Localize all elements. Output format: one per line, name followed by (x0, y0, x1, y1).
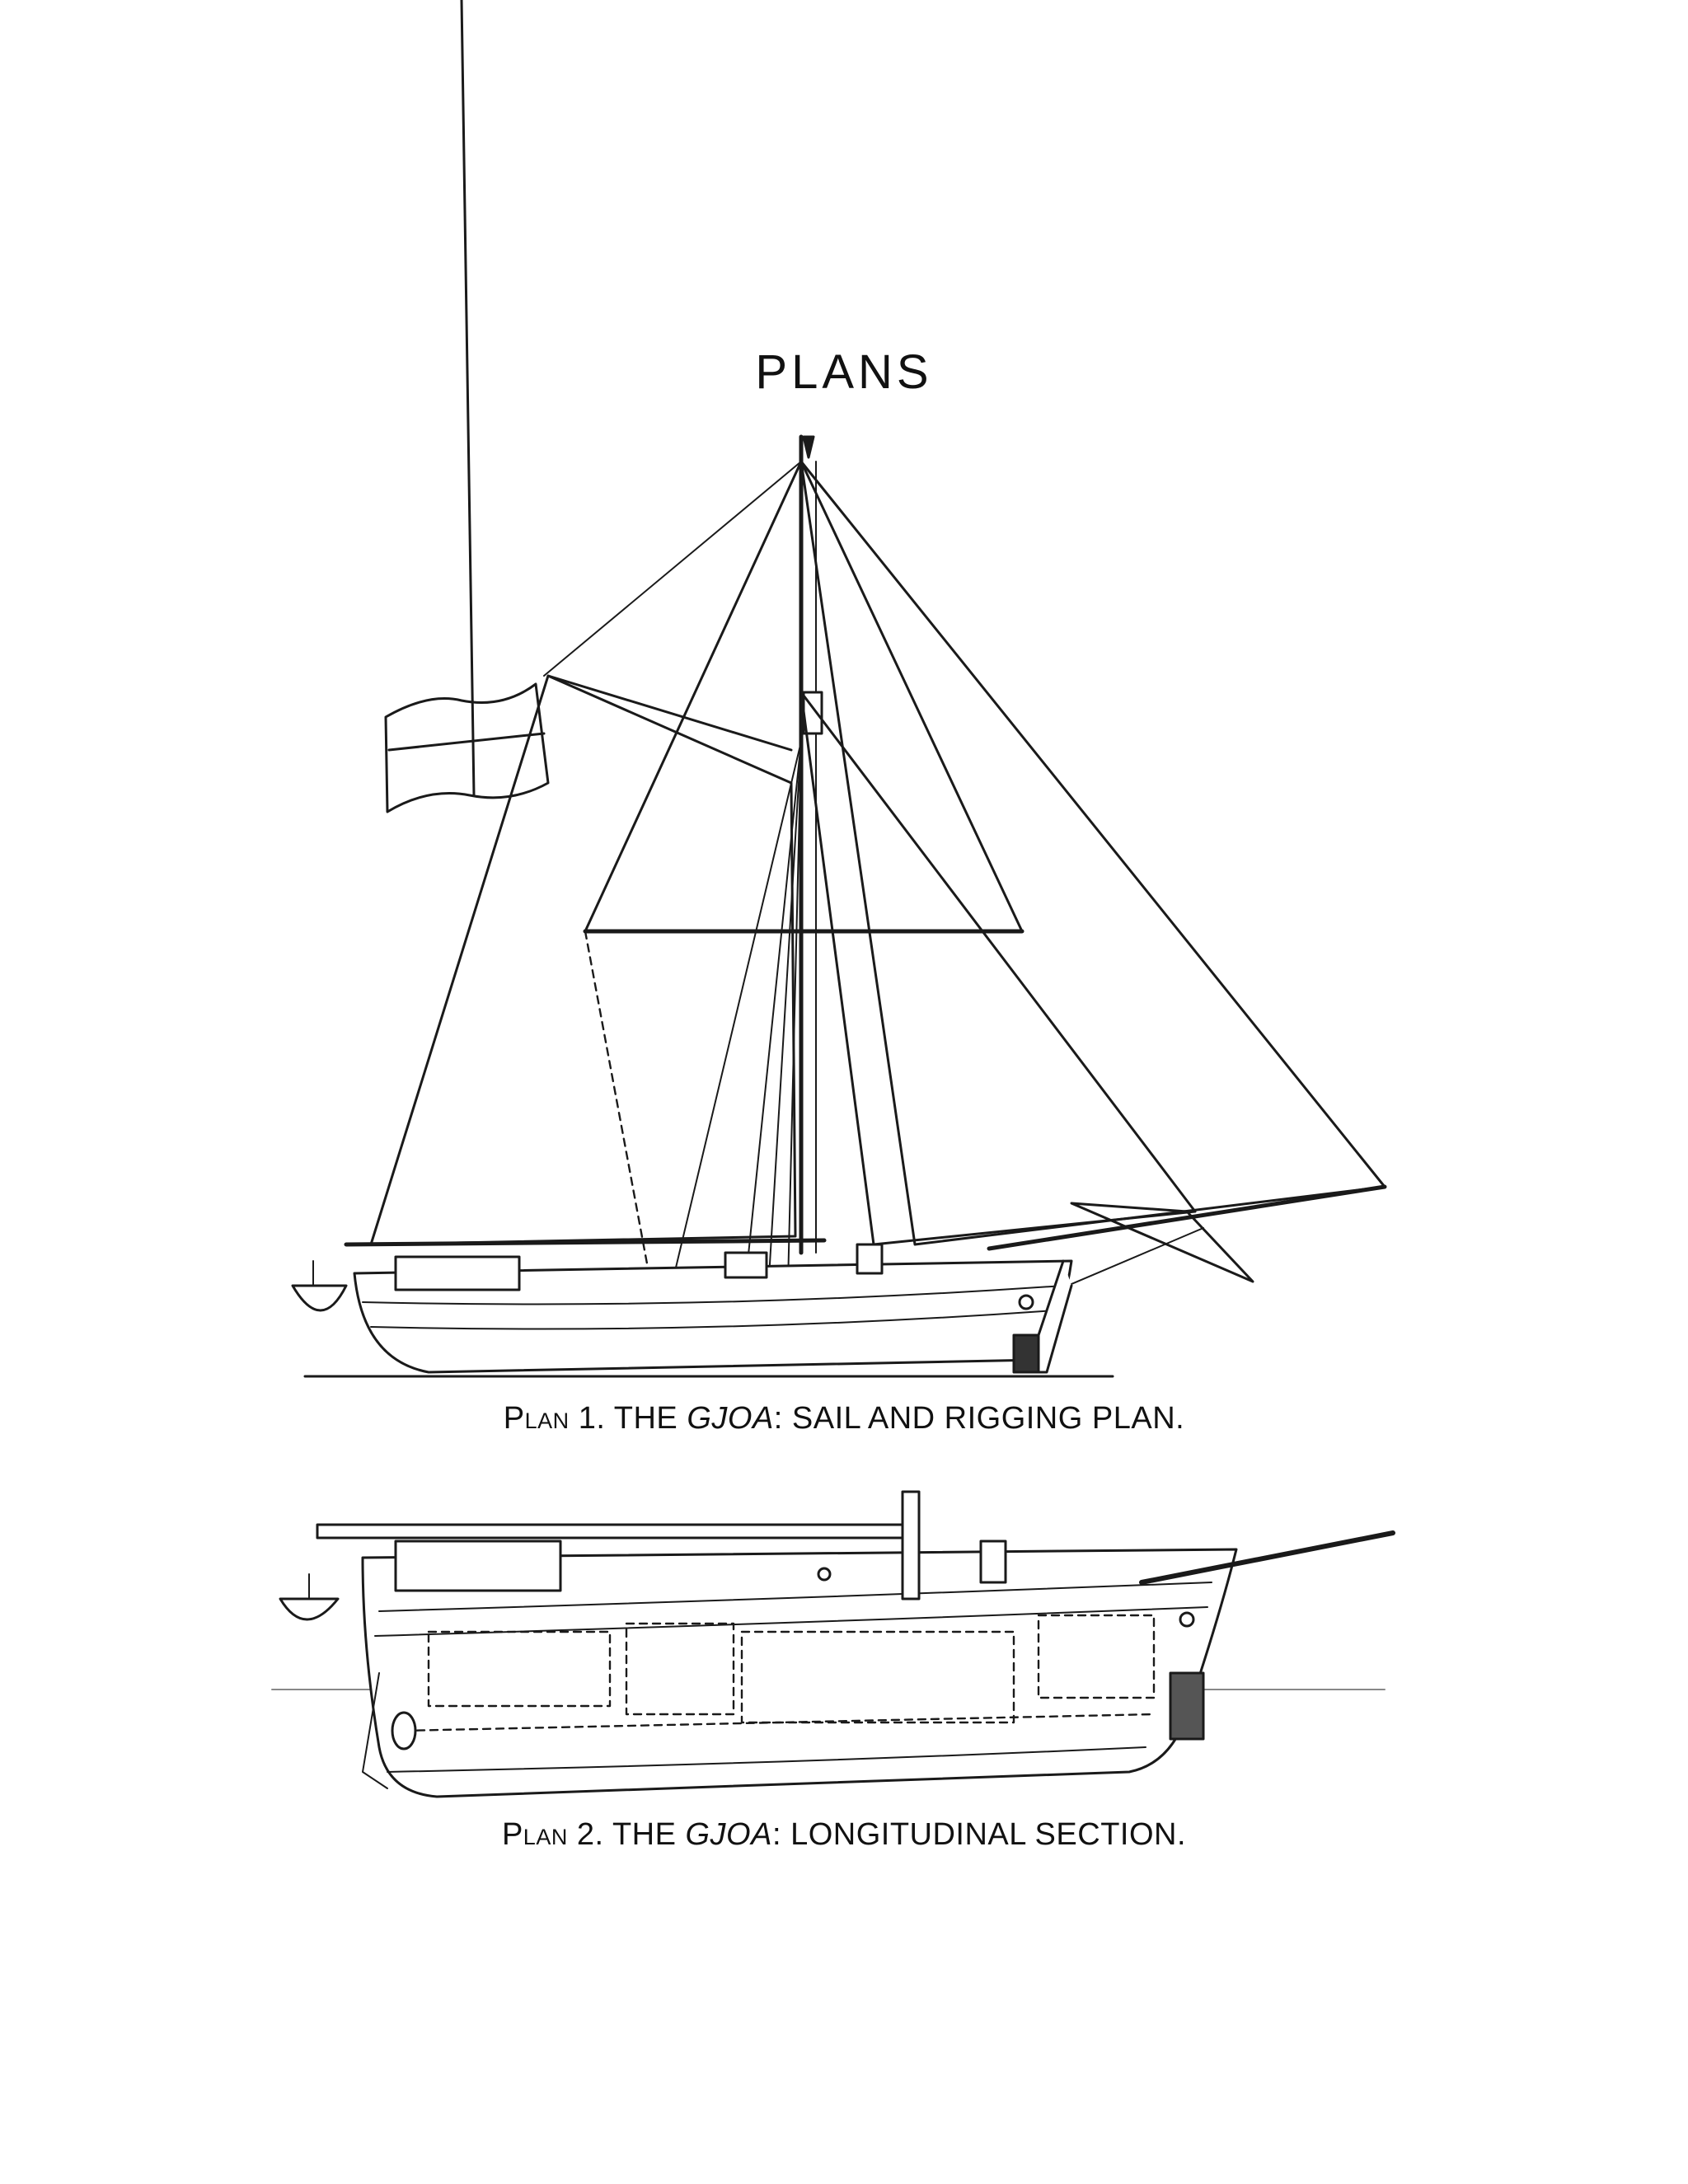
mast-stump (901, 1490, 921, 1601)
longitudinal-section-drawing (271, 1490, 1395, 1798)
hawse-hole (1018, 1294, 1034, 1310)
bowsprit (987, 1184, 1387, 1251)
compartment-aft (427, 1630, 612, 1708)
dinghy (291, 1284, 348, 1312)
flying-jib-foot (1070, 1202, 1254, 1283)
page-title: PLANS (755, 345, 933, 399)
hatch (979, 1540, 1007, 1584)
plan-2-caption-prefix: Plan 2. THE (501, 1817, 686, 1852)
plan-2-caption-suffix: : LONGITUDINAL SECTION. (771, 1817, 1187, 1852)
gaff (546, 674, 793, 752)
plan-1-caption-suffix: : SAIL AND RIGGING PLAN. (773, 1401, 1185, 1436)
flag-cross-vertical (460, 0, 476, 797)
compartment-fore (1037, 1614, 1156, 1699)
masthead (802, 435, 815, 459)
shroud-3 (766, 741, 802, 1319)
dinghy (279, 1597, 340, 1621)
hatch (724, 1251, 768, 1279)
shroud-4 (786, 741, 802, 1319)
engine-space (625, 1622, 735, 1716)
boom (344, 1238, 827, 1247)
plan-1-caption: Plan 1. THE GJOA: SAIL AND RIGGING PLAN. (0, 1401, 1688, 1436)
flag-cross-horizontal (387, 732, 546, 752)
sail-rigging-plan-drawing (291, 0, 1387, 1378)
shroud-1 (667, 741, 802, 1303)
flag (384, 682, 550, 813)
jib (799, 460, 1386, 1246)
tank-top (402, 1713, 1156, 1732)
propeller (391, 1711, 417, 1750)
bowsprit (1139, 1530, 1395, 1585)
hawse-hole (1179, 1611, 1195, 1628)
mainsail (369, 674, 797, 1246)
bow-plank-mark (1169, 1671, 1205, 1741)
hull-section (361, 1548, 1238, 1798)
porthole (817, 1567, 832, 1582)
plan-2-ship-name: GJOA (685, 1817, 772, 1852)
boom-stowed (316, 1523, 912, 1540)
sternpost (362, 1672, 388, 1789)
plan-1-caption-prefix: Plan 1. THE (503, 1401, 687, 1436)
hold (740, 1630, 1015, 1724)
wale-1 (378, 1582, 1212, 1612)
deckhouse (394, 1255, 521, 1291)
staysail (799, 691, 1197, 1246)
deckhouse (394, 1540, 562, 1592)
shroud-2 (741, 741, 802, 1319)
plan-2-caption: Plan 2. THE GJOA: LONGITUDINAL SECTION. (0, 1817, 1688, 1853)
backstay (543, 461, 802, 677)
plan-1-ship-name: GJOA (687, 1401, 774, 1436)
keel-line (387, 1746, 1146, 1773)
rudder-mark (1012, 1333, 1040, 1374)
topsail-sheet (584, 930, 653, 1287)
